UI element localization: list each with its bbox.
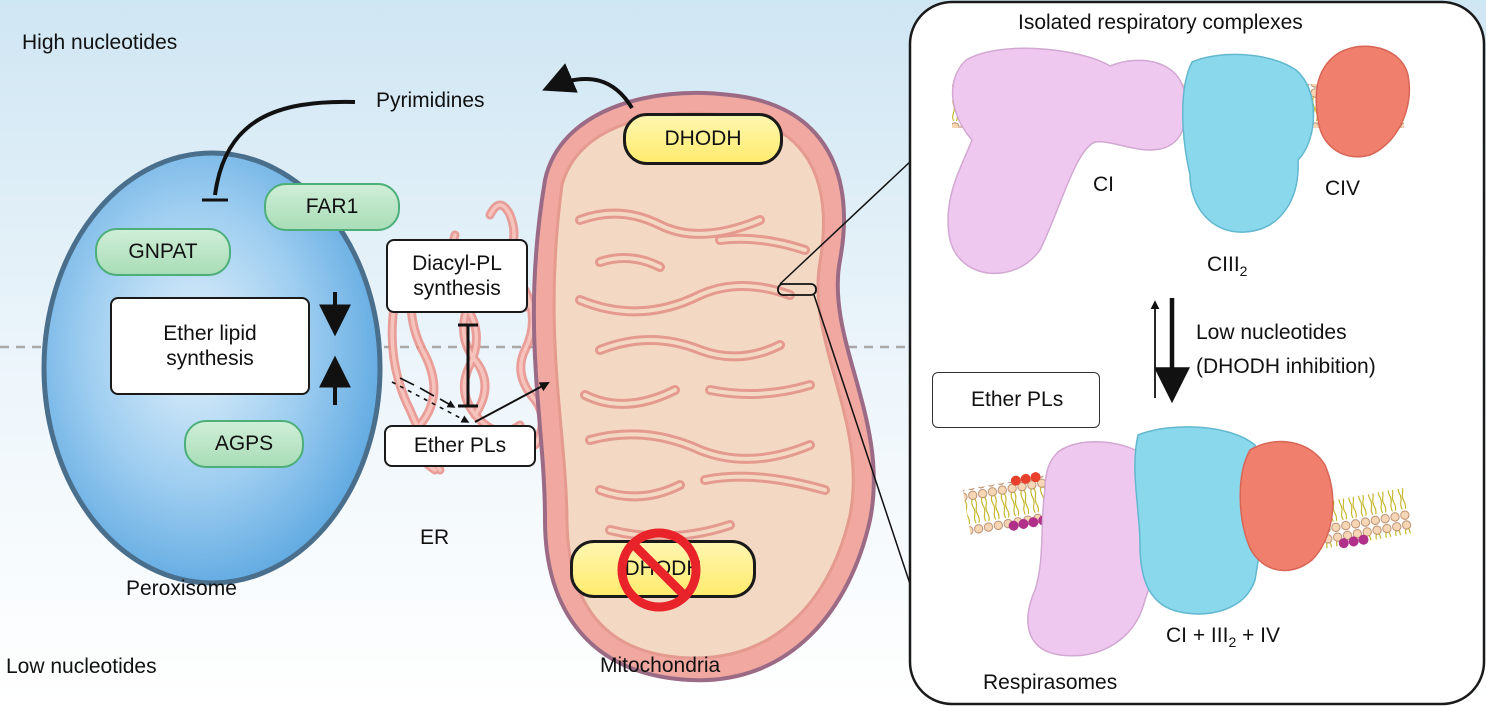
ether-lipid-line2: synthesis: [166, 347, 254, 370]
agps-enzyme: AGPS: [184, 420, 304, 468]
panel-title: Isolated respiratory complexes: [1018, 11, 1303, 34]
low-nucleotides-condition: Low nucleotides: [1196, 321, 1347, 344]
low-nucleotides-label: Low nucleotides: [6, 655, 157, 678]
far1-enzyme: FAR1: [264, 183, 400, 231]
ether-lipid-synthesis-box: Ether lipid synthesis: [110, 297, 310, 395]
gnpat-enzyme: GNPAT: [95, 228, 231, 276]
pyrimidine-inhibition-line: [213, 99, 356, 196]
dhodh-inhibition-condition: (DHODH inhibition): [1196, 355, 1376, 378]
ether-pls-box: Ether PLs: [384, 425, 536, 467]
isolated-complexes: [947, 45, 1411, 275]
inhibition-no-sign-icon: [617, 528, 701, 612]
supercomplex-part2: + IV: [1236, 624, 1281, 647]
peroxisome-label: Peroxisome: [126, 577, 237, 600]
dhodh-to-pyrimidines-arrow: [542, 63, 634, 110]
supercomplex-part1: CI + III: [1166, 624, 1229, 647]
ciii-subscript: 2: [1239, 263, 1248, 280]
ether-pls-legend: Ether PLs: [932, 372, 1100, 428]
ciii-main: CIII: [1207, 253, 1240, 276]
supercomplex-subscript: 2: [1228, 634, 1237, 651]
diacyl-line1: Diacyl-PL: [412, 251, 502, 275]
mitochondria-label: Mitochondria: [600, 654, 721, 677]
supercomplex-label: CI + III2 + IV: [1166, 625, 1280, 649]
ci-label: CI: [1093, 173, 1114, 196]
diacyl-pl-synthesis-box: Diacyl-PL synthesis: [386, 239, 528, 313]
er-label: ER: [420, 526, 450, 549]
high-nucleotides-label: High nucleotides: [22, 31, 178, 54]
dhodh-active: DHODH: [623, 113, 783, 165]
pyrimidines-label: Pyrimidines: [376, 89, 485, 112]
diacyl-line2: synthesis: [413, 277, 501, 300]
ciii2-label: CIII2: [1207, 254, 1247, 278]
mitochondrion-shape: [531, 90, 876, 683]
respirasome-complex: [962, 426, 1414, 657]
respirasomes-label: Respirasomes: [983, 671, 1118, 694]
ether-lipid-line1: Ether lipid: [163, 321, 257, 345]
civ-label: CIV: [1325, 177, 1361, 200]
